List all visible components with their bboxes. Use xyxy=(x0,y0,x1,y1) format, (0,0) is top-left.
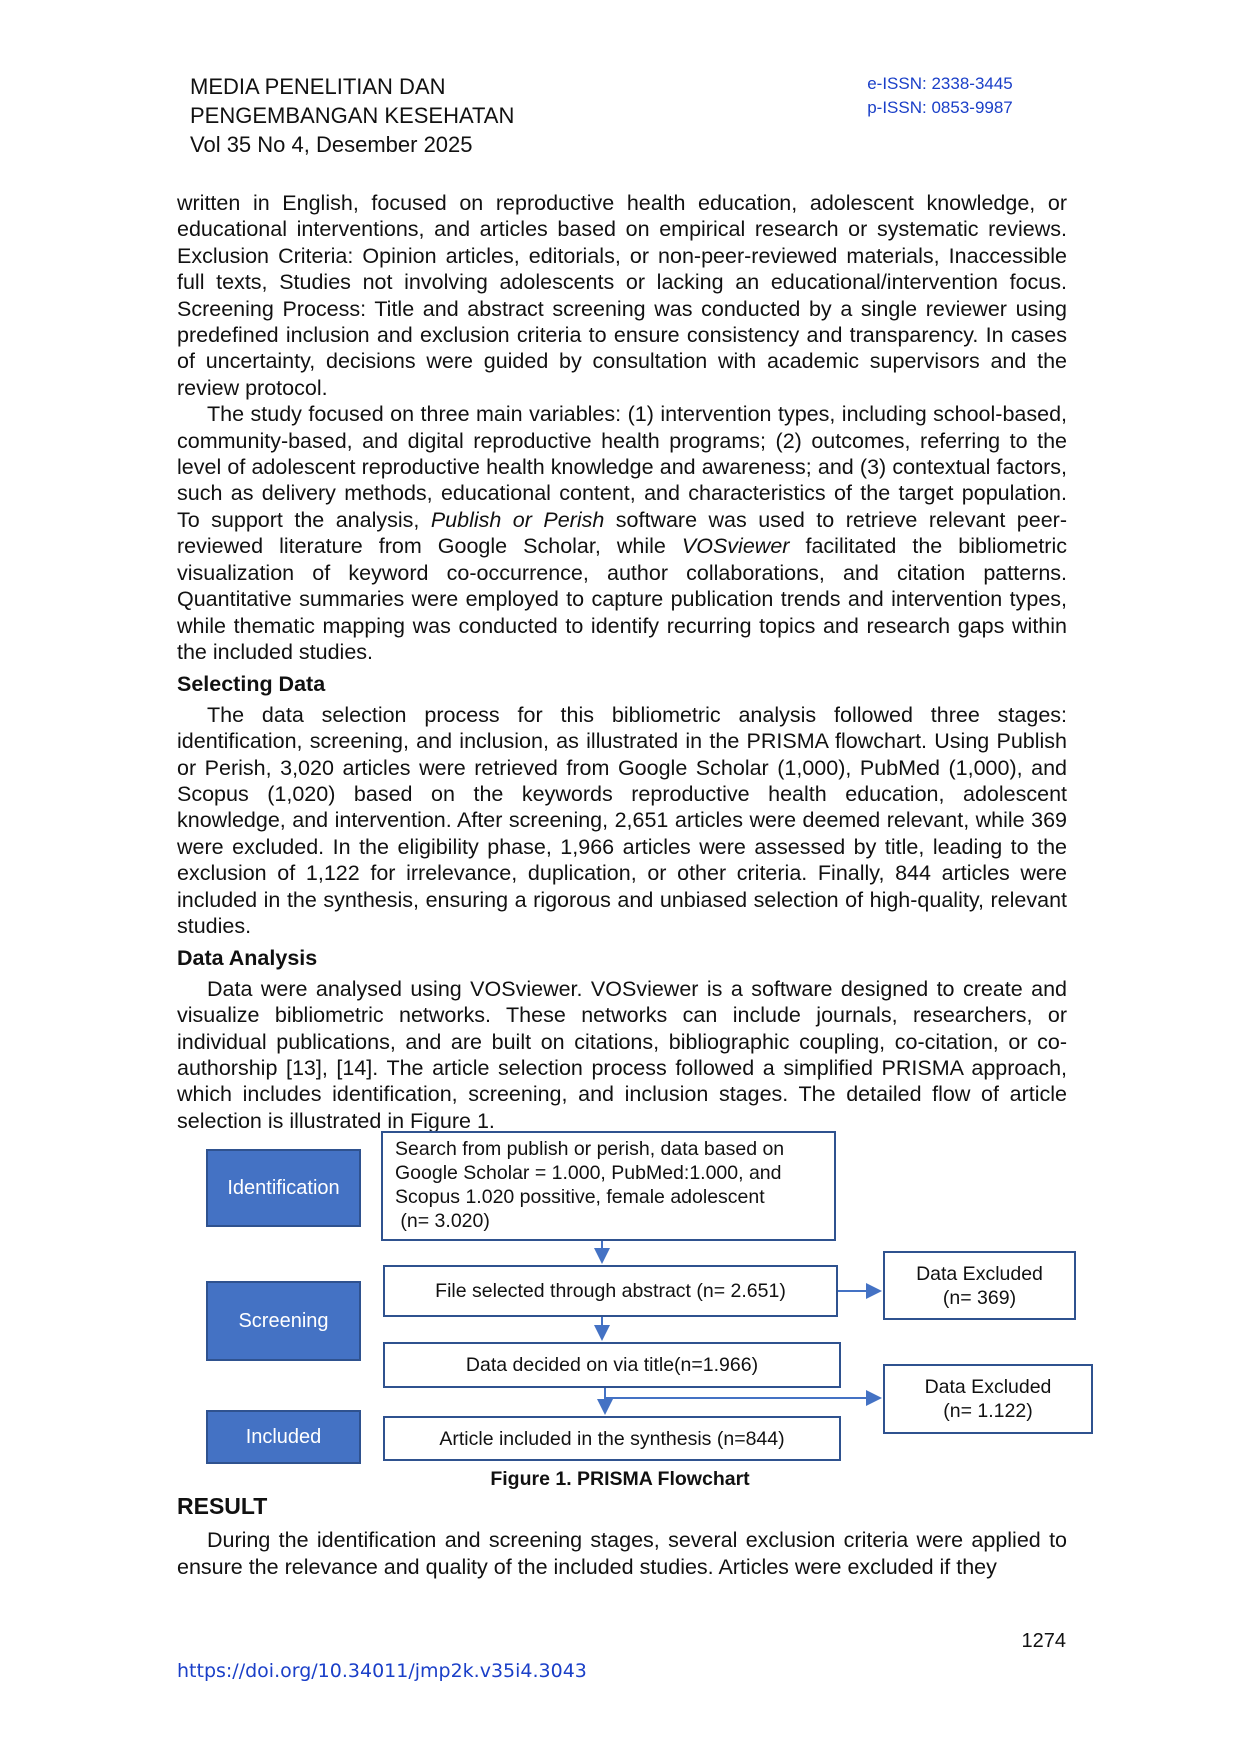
paragraph-inclusion-criteria: written in English, focused on reproduct… xyxy=(177,191,1067,400)
publish-or-perish-term: Publish or Perish xyxy=(430,507,605,532)
figure-caption: Figure 1. PRISMA Flowchart xyxy=(490,1468,750,1490)
stage-included: Included xyxy=(206,1410,361,1464)
included-box: Article included in the synthesis (n=844… xyxy=(383,1416,841,1461)
search-box: Search from publish or perish, data base… xyxy=(381,1131,836,1241)
result-paragraph: During the identification and screening … xyxy=(177,1528,1067,1579)
result-heading: RESULT xyxy=(177,1493,268,1519)
page-number: 1274 xyxy=(1021,1630,1067,1652)
excluded-box-2: Data Excluded (n= 1.122) xyxy=(883,1364,1093,1434)
abstract-box-label: File selected through abstract (n= 2.651… xyxy=(435,1280,786,1302)
section-heading-selecting-data: Selecting Data xyxy=(177,672,326,697)
journal-volume: Vol 35 No 4, Desember 2025 xyxy=(190,132,473,157)
doi-link[interactable]: https://doi.org/10.34011/jmp2k.v35i4.304… xyxy=(177,1660,587,1682)
journal-name-line2: PENGEMBANGAN KESEHATAN xyxy=(190,103,515,128)
eissn: e-ISSN: 2338-3445 xyxy=(867,74,1013,93)
stage-screening: Screening xyxy=(206,1281,361,1361)
journal-name-line1: MEDIA PENELITIAN DAN xyxy=(190,74,446,99)
excluded-box-2-line2: (n= 1.122) xyxy=(943,1400,1033,1422)
section-heading-data-analysis: Data Analysis xyxy=(177,946,318,971)
paragraph-variables-part2: software was used to retrieve relevant p… xyxy=(177,507,1067,559)
journal-header: MEDIA PENELITIAN DAN PENGEMBANGAN KESEHA… xyxy=(190,72,610,159)
excluded-box-2-line1: Data Excluded xyxy=(924,1376,1052,1398)
stage-included-label: Included xyxy=(245,1425,322,1448)
paragraph-variables-part3: facilitated the bibliometric visualizati… xyxy=(177,534,1067,664)
paragraph-variables-part1: The study focused on three main variable… xyxy=(177,402,1067,532)
title-box: Data decided on via title(n=1.966) xyxy=(383,1342,841,1388)
issn-block: e-ISSN: 2338-3445 p-ISSN: 0853-9987 xyxy=(840,72,1040,120)
stage-screening-label: Screening xyxy=(238,1309,329,1332)
search-line2: Google Scholar = 1.000, PubMed:1.000, an… xyxy=(395,1162,782,1184)
paragraph-data-analysis: Data were analysed using VOSviewer. VOSv… xyxy=(177,976,1067,1133)
excluded-box-1-line1: Data Excluded xyxy=(916,1262,1043,1285)
search-line3: Scopus 1.020 possitive, female adolescen… xyxy=(395,1186,765,1208)
vosviewer-term: VOSviewer xyxy=(681,534,790,559)
result-section: RESULT During the identification and scr… xyxy=(177,1493,1067,1580)
pissn: p-ISSN: 0853-9987 xyxy=(867,98,1013,117)
title-box-label: Data decided on via title(n=1.966) xyxy=(465,1354,759,1376)
stage-identification-label: Identification xyxy=(227,1176,340,1199)
abstract-box: File selected through abstract (n= 2.651… xyxy=(383,1265,838,1317)
excluded-box-1-line2: (n= 369) xyxy=(942,1286,1017,1309)
paragraph-variables: The study focused on three main variable… xyxy=(177,401,1067,665)
search-line1: Search from publish or perish, data base… xyxy=(395,1138,785,1160)
stage-identification: Identification xyxy=(206,1149,361,1227)
body-text: written in English, focused on reproduct… xyxy=(177,190,1067,1134)
excluded-box-1: Data Excluded (n= 369) xyxy=(883,1251,1076,1320)
included-box-label: Article included in the synthesis (n=844… xyxy=(439,1427,785,1450)
search-line4: (n= 3.020) xyxy=(395,1210,490,1232)
paragraph-selecting-data: The data selection process for this bibl… xyxy=(177,702,1067,938)
